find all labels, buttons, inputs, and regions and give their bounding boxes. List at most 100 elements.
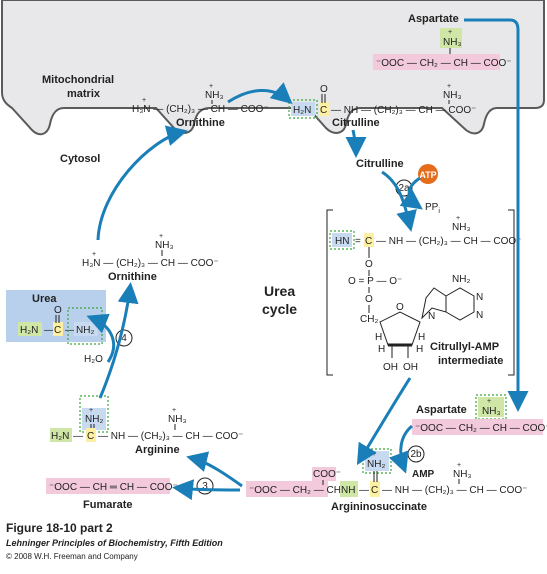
svg-text:+: + bbox=[142, 97, 146, 104]
svg-text:C: C bbox=[371, 485, 378, 496]
svg-text:+: + bbox=[448, 29, 452, 36]
step-2a: 2a bbox=[398, 183, 410, 194]
fumarate-highlight bbox=[46, 478, 170, 494]
ornithine-cytosol-formula: H₃N — (CH₂)₃ — CH — COO⁻ bbox=[82, 258, 219, 269]
arrow-aspartate-transport bbox=[464, 18, 529, 412]
citrulline-mito-formula: — NH — (CH₂)₃ — CH — COO⁻ bbox=[331, 105, 476, 116]
svg-text:—: — bbox=[73, 431, 83, 442]
arrow-citrulline-export bbox=[345, 129, 367, 158]
svg-text:NH₂: NH₂ bbox=[452, 274, 470, 285]
svg-text:+: + bbox=[209, 83, 213, 90]
argininosuccinate-formula-left: ⁻OOC — CH₂ — CH — bbox=[249, 485, 354, 496]
urea-label: Urea bbox=[32, 293, 57, 305]
urea-cycle-title-2: cycle bbox=[262, 301, 297, 317]
svg-text:C: C bbox=[365, 236, 372, 247]
svg-text:—: — bbox=[44, 325, 54, 336]
svg-text:H₂N: H₂N bbox=[20, 325, 38, 336]
svg-text:H: H bbox=[418, 332, 425, 343]
step-3: 3 bbox=[202, 481, 208, 492]
arrow-step-4-urea bbox=[86, 313, 115, 363]
step-4: 4 bbox=[121, 333, 127, 344]
svg-text:H₂N: H₂N bbox=[51, 431, 69, 442]
atp-circle bbox=[418, 164, 438, 184]
bracket-right bbox=[508, 209, 515, 376]
ornithine-mito-label: Ornithine bbox=[176, 117, 225, 129]
svg-text:O = P — O⁻: O = P — O⁻ bbox=[348, 276, 402, 287]
svg-text:H: H bbox=[375, 332, 382, 343]
svg-text:O: O bbox=[396, 302, 404, 313]
arginine-formula: — NH — (CH₂)₃ — CH — COO⁻ bbox=[98, 431, 243, 442]
ribose-ring bbox=[379, 311, 421, 346]
cytosol-label: Cytosol bbox=[60, 153, 100, 165]
arrow-step-2b bbox=[356, 377, 412, 466]
aspartate-lower-formula: ⁻OOC — CH₂ — CH — COO⁻ bbox=[415, 423, 547, 434]
intermediate-label-2: intermediate bbox=[438, 355, 503, 367]
svg-text:NH₂: NH₂ bbox=[367, 459, 385, 470]
svg-text:NH: NH bbox=[341, 485, 355, 496]
svg-text:NH₃: NH₃ bbox=[453, 469, 472, 480]
aspartate-lower-label: Aspartate bbox=[416, 404, 467, 416]
svg-text:CH₂: CH₂ bbox=[360, 314, 378, 325]
aspartate-top-formula: ⁻OOC — CH₂ — CH — COO⁻ bbox=[376, 58, 512, 69]
svg-text:NH₃: NH₃ bbox=[443, 37, 462, 48]
svg-text:COO⁻: COO⁻ bbox=[313, 469, 341, 480]
svg-text:+: + bbox=[89, 407, 93, 414]
fumarate-label: Fumarate bbox=[83, 499, 133, 511]
mitochondrial-matrix-label-2: matrix bbox=[67, 88, 101, 100]
svg-text:+: + bbox=[487, 398, 491, 405]
svg-text:+: + bbox=[159, 233, 163, 240]
svg-text:N: N bbox=[476, 310, 483, 321]
nh3-highlight bbox=[440, 28, 462, 48]
atp-label: ATP bbox=[419, 170, 436, 180]
svg-text:—: — bbox=[359, 485, 369, 496]
svg-text:C: C bbox=[320, 105, 327, 116]
svg-text:O: O bbox=[54, 305, 62, 316]
svg-text:+: + bbox=[372, 451, 376, 458]
svg-text:O: O bbox=[365, 259, 373, 270]
svg-text:H: H bbox=[416, 344, 423, 355]
ornithine-mito-formula: H₃N — (CH₂)₃ — CH — COO⁻ bbox=[132, 104, 269, 115]
svg-text:H: H bbox=[378, 344, 385, 355]
argininosuccinate-formula-right: — NH — (CH₂)₃ — CH — COO⁻ bbox=[382, 485, 527, 496]
svg-text:—: — bbox=[65, 325, 75, 336]
arrow-arginine-to-ornithine bbox=[98, 282, 139, 399]
svg-text:O: O bbox=[320, 84, 328, 95]
svg-text:+: + bbox=[92, 251, 96, 258]
svg-text:O: O bbox=[365, 294, 373, 305]
aspartate-top-label: Aspartate bbox=[408, 13, 459, 25]
svg-text:+: + bbox=[172, 407, 176, 414]
arrow-ornithine-import bbox=[96, 125, 188, 241]
intermediate-formula: — NH — (CH₂)₃ — CH — COO⁻ bbox=[376, 236, 521, 247]
svg-text:OH: OH bbox=[403, 362, 418, 373]
urea-cycle-title-1: Urea bbox=[264, 283, 295, 299]
aspartate-lower-highlight bbox=[412, 419, 543, 435]
svg-text:NH₃: NH₃ bbox=[482, 406, 501, 417]
figure-copyright: © 2008 W.H. Freeman and Company bbox=[6, 552, 138, 561]
arrow-aspartate-to-amp bbox=[388, 424, 414, 474]
adenine-ring-b bbox=[445, 287, 475, 321]
argininosuccinate-label: Argininosuccinate bbox=[331, 501, 427, 513]
figure-book: Lehninger Principles of Biochemistry, Fi… bbox=[6, 538, 223, 548]
arrow-step-3-fumarate bbox=[172, 479, 241, 501]
fumarate-formula: ⁻OOC — CH ═ CH — COO⁻ bbox=[49, 482, 178, 493]
svg-text:HN: HN bbox=[335, 236, 349, 247]
svg-text:+: + bbox=[447, 83, 451, 90]
arrow-argininosuccinate-to-arginine bbox=[186, 451, 243, 488]
citrulline-cytosol-label: Citrulline bbox=[356, 158, 404, 170]
svg-text:OH: OH bbox=[383, 362, 398, 373]
arrow-ornithine-to-citrulline bbox=[227, 82, 293, 104]
svg-text:NH₃: NH₃ bbox=[155, 240, 174, 251]
ornithine-cytosol-label: Ornithine bbox=[108, 271, 157, 283]
svg-text:NH₂: NH₂ bbox=[76, 325, 94, 336]
svg-text:=: = bbox=[355, 236, 361, 247]
svg-text:NH₃: NH₃ bbox=[452, 222, 471, 233]
arrow-atp-to-ppi bbox=[399, 176, 423, 210]
amp-label: AMP bbox=[412, 469, 435, 480]
svg-text:N: N bbox=[428, 311, 435, 322]
aspartate-backbone-highlight bbox=[373, 54, 500, 70]
ppi-label: PPi bbox=[425, 202, 440, 215]
water-label: H₂O bbox=[84, 354, 103, 365]
svg-text:NH₃: NH₃ bbox=[168, 414, 187, 425]
mitochondrial-matrix-label: Mitochondrial bbox=[42, 74, 114, 86]
